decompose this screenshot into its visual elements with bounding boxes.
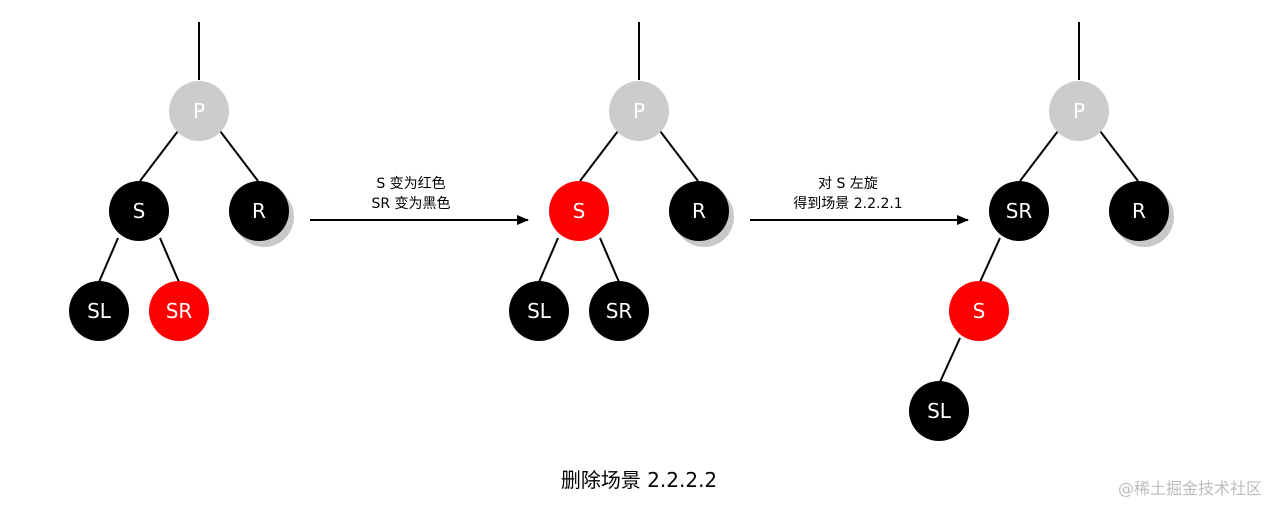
node-circle: [989, 181, 1049, 241]
tree-node-sr: SR: [589, 281, 649, 341]
tree-node-s: S: [109, 181, 169, 241]
node-label: SL: [87, 299, 112, 323]
tree-before: P S R SL SR: [69, 22, 294, 341]
tree-node-p: P: [609, 81, 669, 141]
tree-node-s: S: [949, 281, 1009, 341]
tree-node-sl: SL: [509, 281, 569, 341]
tree-edge: [1019, 130, 1059, 182]
node-label: R: [1132, 199, 1146, 223]
node-circle: [229, 181, 289, 241]
tree-node-sr: SR: [149, 281, 209, 341]
node-label: P: [1073, 99, 1085, 123]
tree-recolored: P S R SL SR: [509, 22, 734, 341]
arrow-label-line-2: 得到场景 2.2.2.1: [793, 195, 902, 212]
node-label: SR: [166, 299, 193, 323]
node-label: P: [193, 99, 205, 123]
watermark: @稀土掘金技术社区: [1118, 479, 1262, 498]
tree-node-p: P: [169, 81, 229, 141]
arrow-label-line-2: SR 变为黑色: [371, 195, 450, 212]
tree-node-r: R: [1109, 181, 1174, 247]
node-circle: [509, 281, 569, 341]
node-label: SR: [606, 299, 633, 323]
node-label: SR: [1006, 199, 1033, 223]
transition-arrow-2: 对 S 左旋 得到场景 2.2.2.1: [750, 176, 969, 225]
tree-edge: [98, 237, 119, 283]
tree-edge: [579, 130, 619, 182]
node-label: S: [573, 199, 586, 223]
tree-edge: [538, 237, 559, 283]
tree-edge: [139, 130, 179, 182]
node-circle: [949, 281, 1009, 341]
node-label: P: [633, 99, 645, 123]
tree-edge: [659, 130, 699, 182]
node-circle: [109, 181, 169, 241]
node-label: S: [133, 199, 146, 223]
tree-edge: [979, 237, 1001, 283]
node-circle: [169, 81, 229, 141]
figure-caption: 删除场景 2.2.2.2: [561, 468, 717, 492]
node-circle: [69, 281, 129, 341]
node-label: R: [252, 199, 266, 223]
tree-node-p: P: [1049, 81, 1109, 141]
tree-edge: [159, 237, 180, 283]
node-circle: [549, 181, 609, 241]
node-circle: [149, 281, 209, 341]
arrow-label-line-1: 对 S 左旋: [818, 176, 878, 192]
tree-node-sr: SR: [989, 181, 1049, 241]
tree-edge: [939, 337, 961, 383]
tree-node-r: R: [229, 181, 294, 247]
tree-node-r: R: [669, 181, 734, 247]
tree-node-sl: SL: [909, 381, 969, 441]
node-circle: [609, 81, 669, 141]
node-circle: [1109, 181, 1169, 241]
node-circle: [1049, 81, 1109, 141]
tree-edge: [219, 130, 259, 182]
node-circle: [669, 181, 729, 241]
tree-edge: [1099, 130, 1139, 182]
node-circle: [909, 381, 969, 441]
node-label: SL: [927, 399, 952, 423]
node-label: SL: [527, 299, 552, 323]
tree-after-rotation: P SR R S SL: [909, 22, 1174, 441]
arrow-label-line-1: S 变为红色: [376, 175, 445, 192]
node-label: S: [973, 299, 986, 323]
tree-node-sl: SL: [69, 281, 129, 341]
tree-edge: [599, 237, 620, 283]
node-circle: [589, 281, 649, 341]
transition-arrow-1: S 变为红色 SR 变为黑色: [310, 175, 529, 225]
tree-node-s: S: [549, 181, 609, 241]
node-label: R: [692, 199, 706, 223]
